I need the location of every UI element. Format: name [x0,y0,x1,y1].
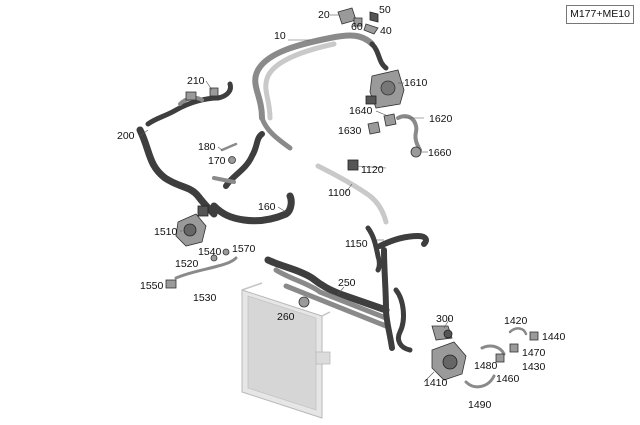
part-260[interactable] [298,296,310,308]
hose-1150[interactable] [365,225,382,273]
callout-1430: 1430 [522,361,546,373]
callout-1640: 1640 [349,105,373,117]
parts-1520-1570[interactable] [165,248,238,289]
callout-20: 20 [318,9,330,21]
callout-1540: 1540 [198,246,222,258]
callout-labels: 10 20 40 50 60 160 170 180 200 210 250 2… [117,4,566,411]
leader-lines [139,14,451,383]
model-code-label: M177+ME10 [566,5,634,24]
callout-50: 50 [379,4,391,16]
callout-170: 170 [208,155,226,167]
callout-1420: 1420 [504,315,528,327]
hose-10[interactable] [252,32,389,151]
callout-1490: 1490 [468,399,492,411]
callout-210: 210 [187,75,205,87]
callout-180: 180 [198,141,216,153]
part-1510[interactable] [175,205,209,247]
pipe-1100[interactable] [315,159,389,225]
parts-1420-1490[interactable] [464,327,539,389]
callout-1550: 1550 [140,280,164,292]
callout-60: 60 [351,21,363,33]
callout-1480: 1480 [474,360,498,372]
callout-200: 200 [117,130,135,142]
callout-1620: 1620 [429,113,453,125]
callout-1520: 1520 [175,258,199,270]
callout-1630: 1630 [338,125,362,137]
callout-1660: 1660 [428,147,452,159]
callout-1530: 1530 [193,292,217,304]
hose-bundle-250[interactable] [264,233,429,353]
part-300[interactable] [431,325,453,341]
callout-160: 160 [258,201,276,213]
callout-1610: 1610 [404,77,428,89]
callout-260: 260 [277,311,295,323]
callout-1410: 1410 [424,377,448,389]
callout-1440: 1440 [542,331,566,343]
hose-160[interactable] [210,131,295,225]
callout-1150: 1150 [345,238,368,250]
callout-1120: 1120 [361,164,384,176]
callout-40: 40 [380,25,392,37]
callout-10: 10 [274,30,286,42]
part-1610[interactable] [365,69,405,109]
callout-300: 300 [436,313,454,325]
callout-1460: 1460 [496,373,520,385]
callout-1100: 1100 [328,187,351,199]
clamps-20-60[interactable] [337,7,379,35]
callout-250: 250 [338,277,356,289]
part-1410[interactable] [431,341,467,381]
hose-200[interactable] [136,81,233,218]
callout-1570: 1570 [232,243,256,255]
parts-1620-1660[interactable] [367,113,422,158]
radiator[interactable] [241,282,331,419]
callout-1510: 1510 [154,226,178,238]
callout-1470: 1470 [522,347,546,359]
